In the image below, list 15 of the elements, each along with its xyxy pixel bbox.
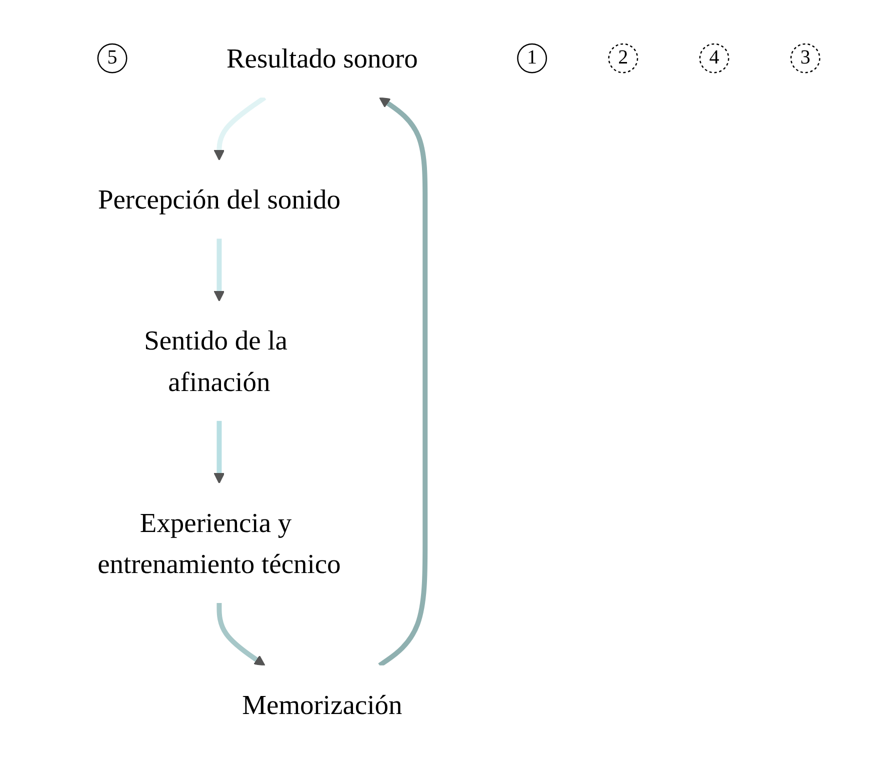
arrow — [214, 420, 225, 484]
arrow — [214, 95, 266, 160]
node-text: Sentido de la afinación — [144, 324, 288, 397]
node-text: Percepción del sonido — [98, 183, 341, 214]
node-circle: 4 — [699, 42, 730, 73]
node-text: Memorización — [242, 688, 402, 720]
node-circle: 1 — [517, 42, 548, 73]
node-circle: 3 — [790, 42, 820, 73]
node-text: Experiencia y entrenamiento técnico — [98, 506, 341, 579]
node-text: Resultado sonoro — [226, 42, 418, 74]
arrow — [216, 602, 266, 666]
arrow — [378, 96, 428, 667]
arrow — [214, 238, 225, 301]
node-circle: 5 — [97, 42, 128, 73]
node-circle: 2 — [608, 42, 638, 73]
